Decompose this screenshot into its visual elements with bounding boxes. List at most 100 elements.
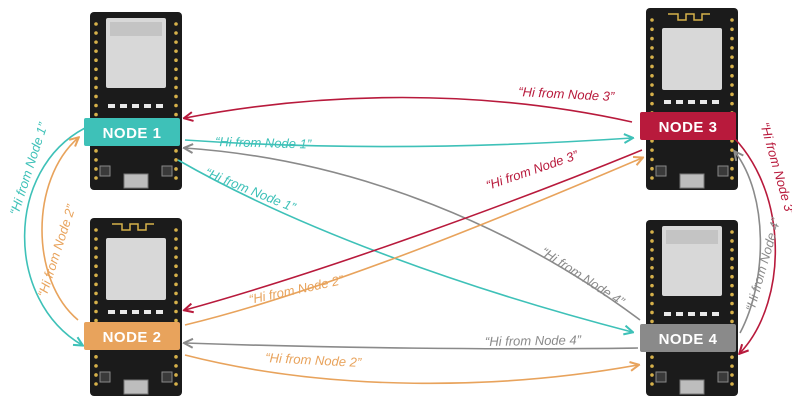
pin [650, 18, 654, 22]
smd-component [120, 104, 127, 108]
pin [174, 103, 178, 108]
pin [174, 237, 178, 241]
pin [174, 382, 178, 386]
pin [174, 167, 178, 171]
pin [94, 273, 98, 278]
pin [650, 248, 654, 252]
pin [650, 310, 654, 315]
pin [730, 265, 734, 270]
msg-n3-to-n1: “Hi from Node 3” [518, 84, 615, 104]
pin [730, 274, 734, 279]
reset-button [99, 165, 111, 177]
pin [94, 282, 98, 287]
pin [650, 274, 654, 279]
pin [174, 228, 178, 232]
wifi-module [106, 238, 166, 300]
pin [174, 282, 178, 287]
pin [650, 176, 654, 180]
pin [730, 92, 734, 97]
smd-component [688, 312, 695, 316]
pin [730, 257, 734, 261]
smd-component [108, 310, 115, 314]
pin [650, 355, 654, 359]
arrow-node3-to-node4 [719, 124, 777, 353]
pin [174, 40, 178, 44]
pin [650, 157, 654, 162]
node1-label-text: NODE 1 [103, 125, 162, 142]
pin [94, 228, 98, 232]
pin [650, 319, 654, 324]
pin [174, 85, 178, 90]
smd-component [108, 104, 115, 108]
pin [94, 31, 98, 35]
pin [94, 355, 98, 359]
arrow-node4-to-node3 [735, 152, 762, 334]
node2-label: NODE 2 [84, 322, 180, 350]
pin [650, 373, 654, 377]
pin [730, 382, 734, 386]
smd-component [664, 100, 671, 104]
pin [730, 55, 734, 59]
arrow-node1-to-node4 [177, 159, 632, 332]
pin [94, 22, 98, 26]
boot-button [161, 165, 173, 177]
pin [94, 246, 98, 250]
pin [174, 355, 178, 359]
usb-connector [679, 379, 705, 395]
msg-n1-to-n4: “Hi from Node 1” [203, 165, 298, 215]
pin [174, 67, 178, 72]
reset-button [655, 165, 667, 177]
node4-label: NODE 4 [640, 324, 736, 352]
pin [730, 292, 734, 297]
smd-component [688, 100, 695, 104]
antenna-trace [668, 13, 710, 21]
smd-component [676, 312, 683, 316]
smd-component [700, 312, 707, 316]
node1-board [90, 12, 182, 190]
msg-n2-to-n3: “Hi from Node 2” [248, 272, 346, 307]
pin [650, 73, 654, 78]
msg-n4-to-n2: “Hi from Node 4” [485, 332, 582, 349]
pin [650, 382, 654, 386]
pin [730, 27, 734, 32]
pin [730, 166, 734, 171]
module-logo-area [666, 230, 718, 244]
pin [730, 101, 734, 106]
pin [730, 230, 734, 234]
pin [650, 166, 654, 171]
pin [730, 18, 734, 22]
pin [94, 382, 98, 386]
pin [650, 36, 654, 41]
smd-component [156, 104, 163, 108]
pin [94, 158, 98, 162]
pin [650, 55, 654, 59]
pin [730, 176, 734, 180]
pin [650, 83, 654, 87]
pin [650, 27, 654, 32]
pin [94, 103, 98, 108]
usb-connector [123, 173, 149, 189]
pin [730, 283, 734, 288]
pin [94, 76, 98, 81]
node3-label: NODE 3 [640, 112, 736, 140]
pin [730, 64, 734, 69]
pin [94, 176, 98, 180]
pin [174, 31, 178, 35]
reset-button [655, 371, 667, 383]
pin [730, 319, 734, 324]
pin [650, 239, 654, 243]
pin [94, 255, 98, 259]
usb-connector [123, 379, 149, 395]
smd-component [712, 312, 719, 316]
smd-component [132, 104, 139, 108]
pin [174, 300, 178, 305]
pin [650, 283, 654, 288]
arrow-node2-to-node3 [184, 158, 642, 326]
msg-n2-to-n1: “Hi from Node 2” [35, 202, 79, 299]
pin [94, 364, 98, 368]
pin [94, 318, 98, 323]
smd-component [156, 310, 163, 314]
wifi-module [662, 28, 722, 90]
smd-component [700, 100, 707, 104]
